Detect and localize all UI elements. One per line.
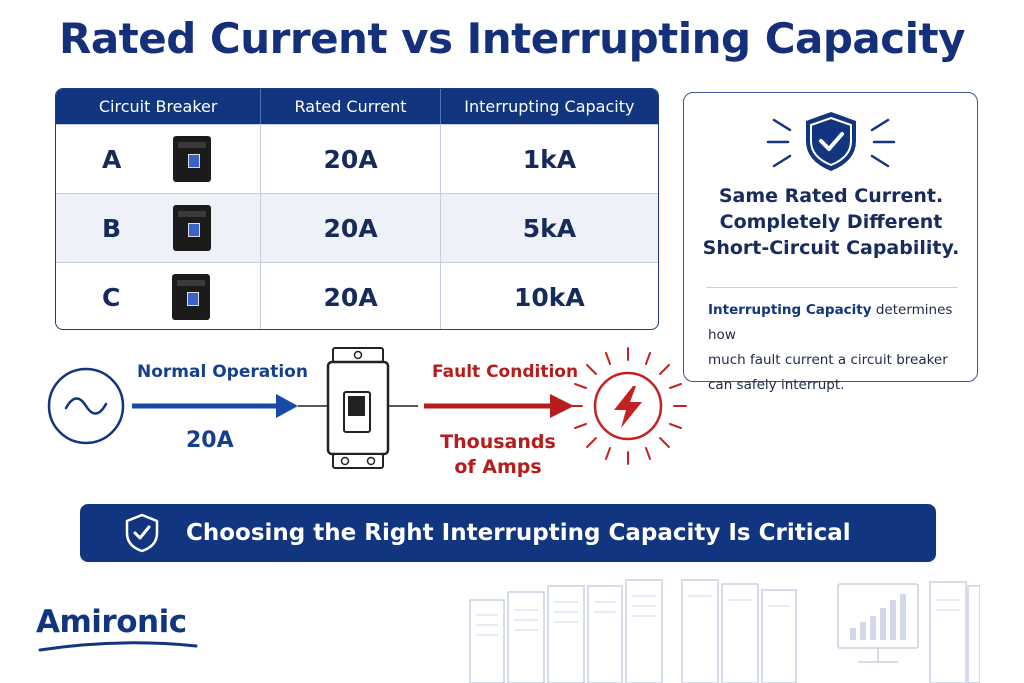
table-row: B 20A 5kA — [56, 193, 658, 262]
breaker-letter: C — [102, 282, 121, 312]
callout-headline: Same Rated Current. Completely Different… — [690, 183, 972, 261]
shield-check-icon — [766, 112, 896, 171]
logo-swoosh-icon — [38, 641, 198, 652]
header-rated-current: Rated Current — [261, 89, 441, 124]
body-text: much fault current a circuit breaker — [708, 352, 948, 368]
breaker-icon — [173, 205, 212, 251]
breaker-letter: B — [102, 213, 122, 243]
table-row: A 20A 1kA — [56, 124, 658, 193]
headline-line: Completely Different — [719, 211, 943, 233]
capacity-cell: 1kA — [522, 144, 577, 174]
divider — [706, 287, 958, 288]
capacity-cell: 5kA — [522, 213, 577, 243]
header-circuit-breaker: Circuit Breaker — [56, 89, 262, 124]
header-interrupting-capacity: Interrupting Capacity — [464, 97, 635, 116]
callout-body: Interrupting Capacity determines how muc… — [708, 298, 970, 398]
flow-diagram: Normal Operation 20A Fault Condition Tho… — [0, 340, 1024, 500]
table-header: Circuit Breaker Rated Current Interrupti… — [56, 89, 658, 124]
rated-current-cell: 20A — [261, 263, 441, 329]
ac-source-icon — [47, 367, 125, 445]
body-emphasis: Interrupting Capacity — [708, 302, 872, 318]
breaker-icon — [173, 136, 212, 182]
capacity-cell: 10kA — [514, 282, 585, 312]
brand-logo: Amironic — [36, 604, 187, 640]
fault-arrow — [424, 394, 574, 418]
fault-current-value: Thousands of Amps — [438, 430, 558, 480]
body-text: determines how — [708, 302, 953, 343]
headline-line: Short-Circuit Capability. — [702, 237, 960, 259]
rated-current-cell: 20A — [261, 194, 441, 262]
shield-check-outline-icon — [125, 513, 159, 553]
normal-operation-label: Normal Operation — [137, 362, 308, 382]
comparison-table: Circuit Breaker Rated Current Interrupti… — [55, 88, 659, 330]
critical-banner: Choosing the Right Interrupting Capacity… — [80, 504, 936, 562]
breaker-icon — [172, 274, 211, 320]
normal-current-value: 20A — [186, 428, 234, 453]
fault-value-line: of Amps — [454, 456, 542, 478]
table-row: C 20A 10kA — [56, 262, 658, 329]
body-text: can safely interrupt. — [708, 377, 845, 393]
rated-current-cell: 20A — [261, 125, 441, 193]
fault-value-line: Thousands — [440, 431, 556, 453]
server-rack-illustration — [469, 579, 980, 683]
lightning-burst-icon — [569, 347, 687, 465]
fault-condition-label: Fault Condition — [432, 362, 579, 382]
page-title: Rated Current vs Interrupting Capacity — [58, 14, 966, 63]
headline-line: Same Rated Current. — [718, 185, 944, 207]
banner-text: Choosing the Right Interrupting Capacity… — [186, 520, 851, 546]
breaker-switch-icon — [326, 347, 418, 469]
normal-arrow — [132, 394, 328, 418]
breaker-letter: A — [102, 144, 122, 174]
